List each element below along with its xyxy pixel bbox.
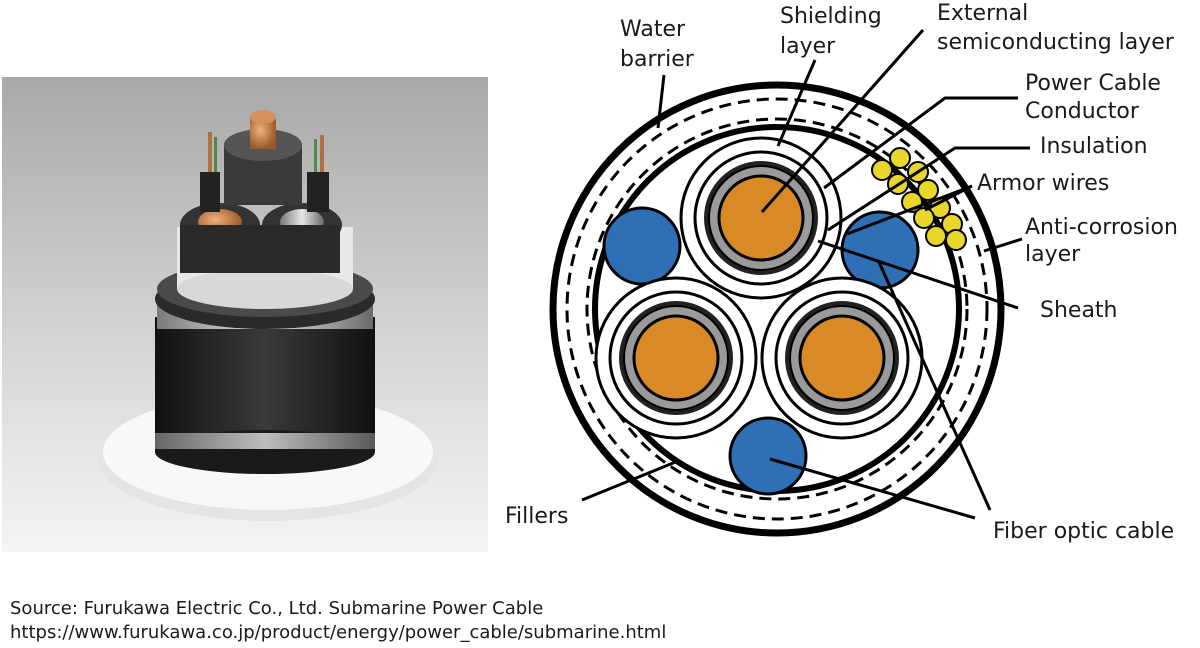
anti-corrosion-ring [585, 117, 969, 501]
power-core-right [760, 276, 924, 440]
power-core-top [679, 136, 843, 300]
cable-photo [2, 77, 488, 552]
label-anti-corrosion-line2: layer [1025, 242, 1081, 267]
power-core-left [594, 276, 758, 440]
fiber-optic-left [602, 206, 682, 286]
label-armor-wires: Armor wires [977, 171, 1110, 196]
leader-lines [581, 29, 1030, 520]
label-anti-corrosion-line1: Anti-corrosion [1025, 215, 1178, 240]
label-conductor-line1: Power Cable [1025, 71, 1161, 96]
water-barrier-ring [565, 97, 989, 521]
source-line-1: Source: Furukawa Electric Co., Ltd. Subm… [10, 598, 544, 619]
fiber-optic-bottom [728, 416, 808, 496]
label-external-semi-line2: semiconducting layer [937, 30, 1174, 55]
source-line-2: https://www.furukawa.co.jp/product/energ… [10, 622, 667, 643]
label-external-semi-line1: External [937, 1, 1029, 26]
label-conductor-line2: Conductor [1025, 99, 1139, 124]
label-water-barrier-line2: barrier [620, 47, 694, 72]
armor-wires [871, 147, 967, 251]
label-shielding-line2: layer [780, 34, 836, 59]
cable-cross-section-diagram [549, 29, 1030, 537]
label-sheath: Sheath [1040, 298, 1118, 323]
label-insulation: Insulation [1040, 134, 1148, 159]
label-fiber-optic-cable: Fiber optic cable [993, 519, 1175, 544]
label-shielding-line1: Shielding [780, 4, 882, 29]
fiber-optic-right [840, 210, 920, 290]
label-water-barrier-line1: Water [620, 17, 686, 42]
label-fillers: Fillers [505, 504, 569, 529]
